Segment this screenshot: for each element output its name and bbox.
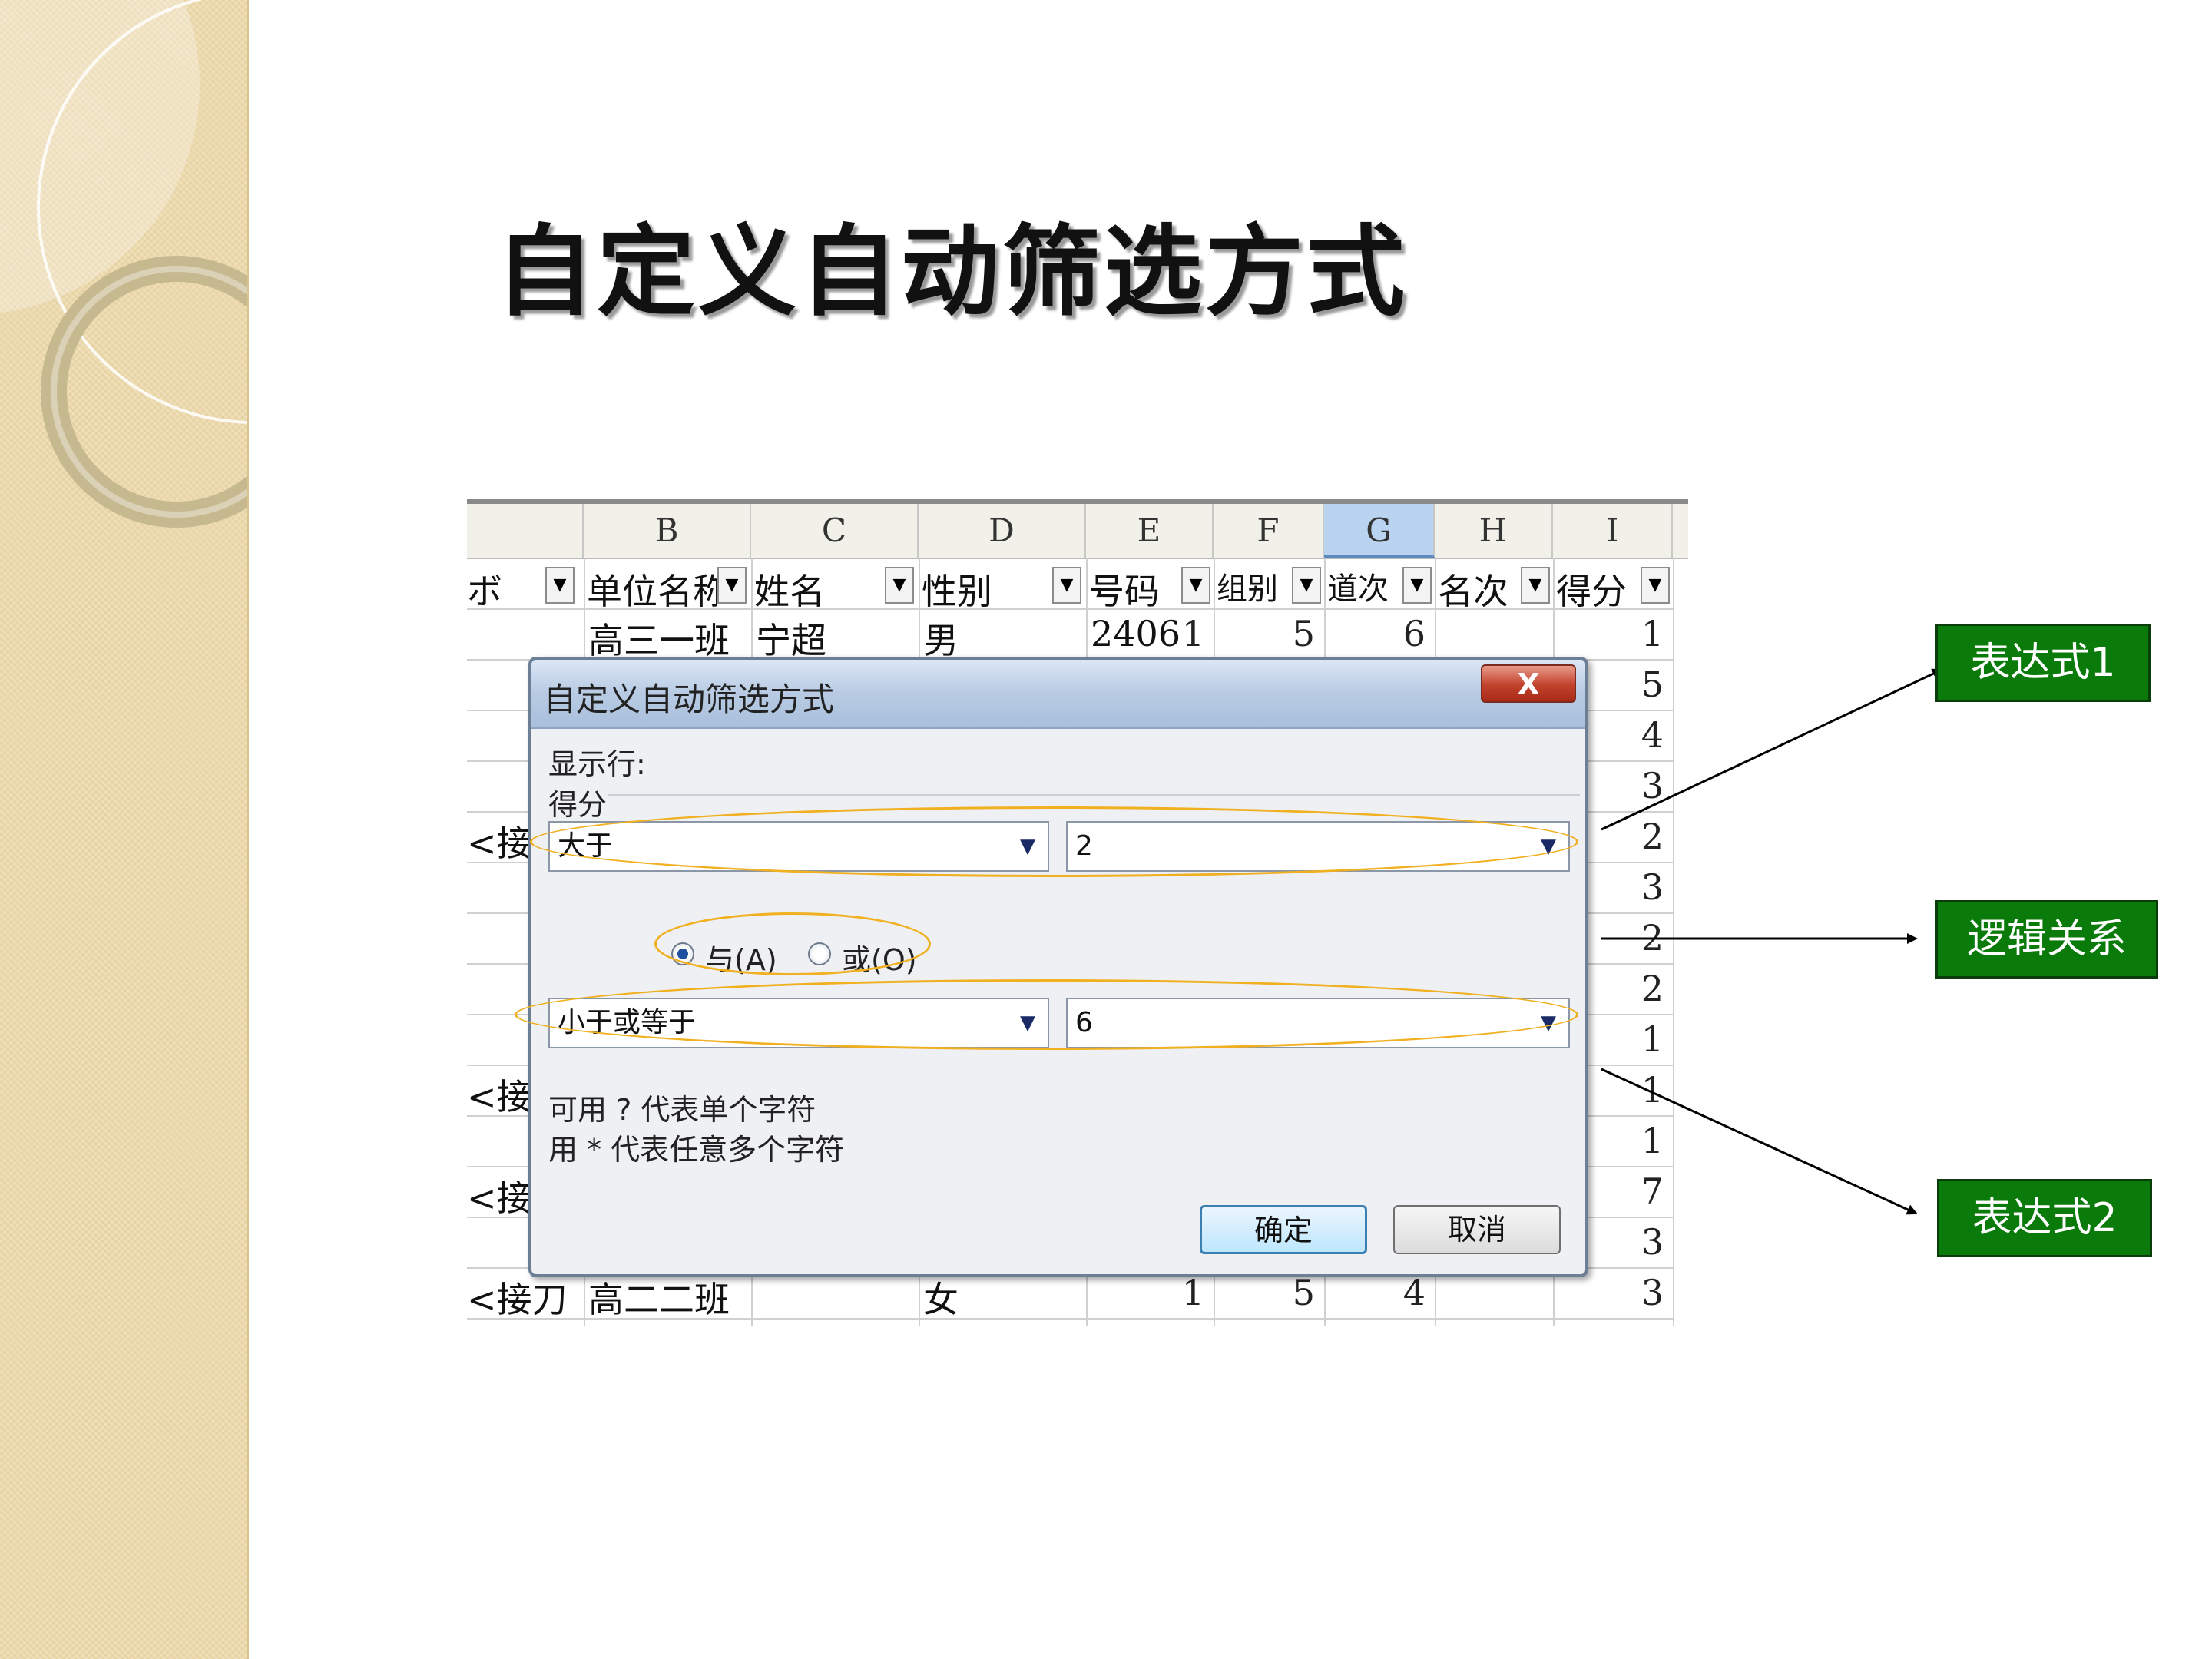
operator1-value: 大于 bbox=[558, 830, 614, 862]
cell-score[interactable]: 2 bbox=[1641, 816, 1664, 857]
decorative-sidebar bbox=[0, 0, 249, 1659]
filter-dropdown-gender[interactable]: ▼ bbox=[1052, 567, 1081, 604]
chevron-down-icon: ▼ bbox=[1020, 1012, 1035, 1035]
cell-fragment: <接刀 bbox=[467, 1279, 568, 1320]
filter-dropdown-lane[interactable]: ▼ bbox=[1402, 567, 1432, 604]
filter-header-unit: 单位名称 bbox=[587, 571, 717, 607]
filter-header-rank: 名次 bbox=[1438, 571, 1508, 607]
filter-dropdown-unit[interactable]: ▼ bbox=[717, 567, 747, 604]
filter-dropdown-rank[interactable]: ▼ bbox=[1521, 567, 1550, 604]
cell-score[interactable]: 1 bbox=[1641, 1120, 1664, 1161]
cell-number[interactable]: 2406 bbox=[1091, 613, 1181, 654]
cell-lane[interactable]: 5 bbox=[1292, 613, 1315, 654]
filter-dropdown-name[interactable]: ▼ bbox=[885, 567, 914, 604]
cell-score[interactable]: 2 bbox=[1641, 968, 1664, 1009]
and-label[interactable]: 与(A) bbox=[705, 943, 777, 977]
cell-unit[interactable]: 高二二班 bbox=[588, 1279, 730, 1320]
cell-score[interactable]: 3 bbox=[1641, 866, 1664, 908]
operator1-select[interactable]: 大于 ▼ bbox=[548, 821, 1049, 872]
cell-group[interactable]: 1 bbox=[1181, 613, 1204, 654]
and-radio[interactable] bbox=[671, 942, 694, 965]
column-header-a bbox=[467, 504, 584, 558]
filter-dropdown-a[interactable]: ▼ bbox=[545, 567, 575, 604]
grid-line bbox=[467, 1318, 1673, 1320]
filter-header-group: 组别 bbox=[1217, 571, 1278, 607]
column-header-c[interactable]: C bbox=[751, 504, 919, 558]
cell-score[interactable]: 3 bbox=[1641, 1221, 1664, 1263]
cell-score[interactable]: 1 bbox=[1641, 613, 1664, 654]
cell-fragment: <接 bbox=[467, 1177, 532, 1219]
arrow-expression2 bbox=[1601, 1068, 1918, 1215]
column-header-d[interactable]: D bbox=[919, 504, 1086, 558]
value1-text: 2 bbox=[1075, 830, 1093, 862]
dialog-title: 自定义自动筛选方式 bbox=[544, 680, 835, 718]
callout-expression2: 表达式2 bbox=[1937, 1179, 2152, 1257]
or-radio[interactable] bbox=[808, 942, 831, 965]
column-header-b[interactable]: B bbox=[584, 504, 751, 558]
or-label[interactable]: 或(O) bbox=[842, 943, 917, 977]
value1-combobox[interactable]: 2 ▼ bbox=[1066, 821, 1570, 872]
cell-lane[interactable]: 5 bbox=[1292, 1272, 1315, 1313]
hint-wildcard-multi: 用 * 代表任意多个字符 bbox=[548, 1133, 845, 1167]
cell-gender[interactable]: 女 bbox=[923, 1279, 959, 1320]
cell-score[interactable]: 3 bbox=[1641, 765, 1664, 806]
cell-fragment: <接 bbox=[467, 1076, 532, 1118]
cancel-button[interactable]: 取消 bbox=[1393, 1205, 1561, 1254]
chevron-down-icon: ▼ bbox=[1020, 835, 1035, 858]
filter-header-number: 号码 bbox=[1089, 571, 1160, 607]
cell-score[interactable]: 4 bbox=[1641, 714, 1664, 756]
column-header-row: B C D E F G H I bbox=[467, 504, 1688, 559]
filter-header-lane: 道次 bbox=[1327, 571, 1389, 607]
chevron-down-icon: ▼ bbox=[1541, 1012, 1556, 1035]
arrow-expression1 bbox=[1601, 668, 1943, 831]
separator bbox=[608, 794, 1580, 796]
column-header-f[interactable]: F bbox=[1214, 504, 1324, 558]
field-label: 得分 bbox=[548, 788, 608, 822]
show-rows-label: 显示行: bbox=[548, 747, 646, 781]
column-header-i[interactable]: I bbox=[1553, 504, 1673, 558]
cell-name[interactable]: 宁超 bbox=[756, 620, 826, 661]
cell-rank[interactable]: 4 bbox=[1402, 1272, 1426, 1313]
cell-score[interactable]: 3 bbox=[1641, 1272, 1664, 1313]
decorative-rings bbox=[0, 0, 247, 528]
cell-group[interactable]: 1 bbox=[1181, 1272, 1204, 1313]
cell-unit[interactable]: 高三一班 bbox=[588, 620, 730, 661]
grid-line bbox=[467, 608, 1673, 610]
dialog-titlebar[interactable]: 自定义自动筛选方式 X bbox=[531, 660, 1585, 729]
slide-title: 自定义自动筛选方式 bbox=[495, 214, 1409, 329]
filter-dropdown-group[interactable]: ▼ bbox=[1292, 567, 1321, 604]
close-button[interactable]: X bbox=[1481, 664, 1576, 703]
filter-header-gender: 性别 bbox=[922, 571, 992, 607]
cell-gender[interactable]: 男 bbox=[923, 620, 959, 661]
hint-wildcard-single: 可用 ? 代表单个字符 bbox=[548, 1093, 816, 1127]
column-header-g[interactable]: G bbox=[1324, 504, 1435, 558]
callout-expression1: 表达式1 bbox=[1936, 624, 2151, 702]
cell-fragment: <接 bbox=[467, 823, 532, 864]
ok-button[interactable]: 确定 bbox=[1200, 1205, 1367, 1254]
cell-rank[interactable]: 6 bbox=[1402, 613, 1426, 654]
cell-score[interactable]: 1 bbox=[1641, 1018, 1664, 1060]
filter-header-name: 姓名 bbox=[754, 571, 825, 607]
operator2-value: 小于或等于 bbox=[558, 1007, 697, 1038]
custom-autofilter-dialog: 自定义自动筛选方式 X 显示行: 得分 大于 ▼ 2 ▼ 与(A) 或(O) 小… bbox=[528, 657, 1588, 1277]
filter-dropdown-number[interactable]: ▼ bbox=[1181, 567, 1210, 604]
cell-score[interactable]: 5 bbox=[1641, 664, 1664, 705]
filter-header-a: ボ bbox=[467, 571, 502, 607]
grid-line bbox=[1673, 558, 1674, 1326]
column-header-h[interactable]: H bbox=[1435, 504, 1553, 558]
cell-score[interactable]: 7 bbox=[1641, 1171, 1664, 1212]
filter-dropdown-score[interactable]: ▼ bbox=[1641, 567, 1670, 604]
value2-text: 6 bbox=[1075, 1007, 1093, 1038]
callout-logic: 逻辑关系 bbox=[1936, 900, 2158, 979]
filter-header-score: 得分 bbox=[1556, 571, 1627, 607]
chevron-down-icon: ▼ bbox=[1541, 835, 1556, 858]
column-header-e[interactable]: E bbox=[1086, 504, 1214, 558]
